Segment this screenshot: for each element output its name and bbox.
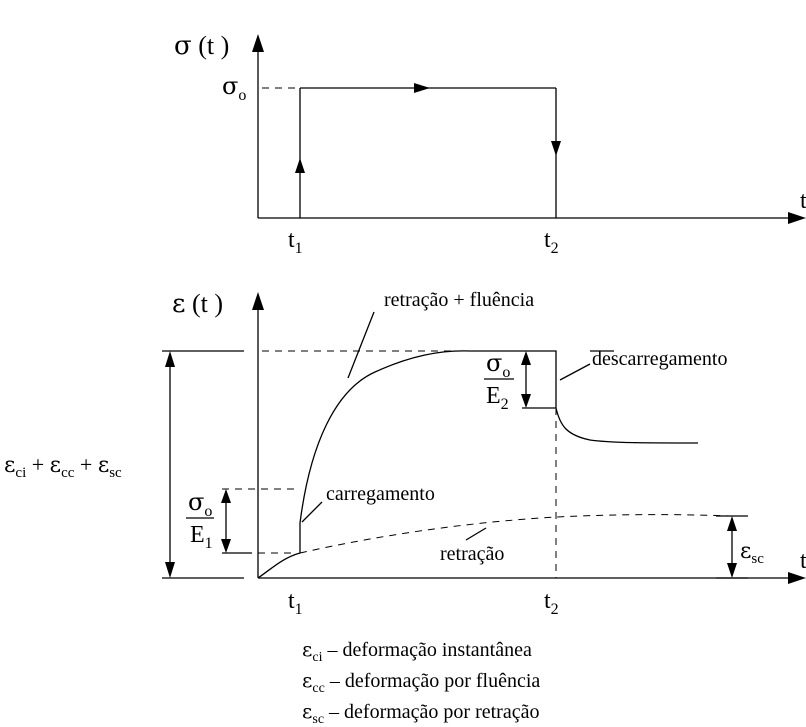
strain-axis-label: ε (t ) bbox=[172, 289, 223, 319]
e1-dim-arrow-up bbox=[221, 489, 231, 503]
esc-dim-arrow-up bbox=[727, 516, 737, 531]
e2-dim-arrow-up bbox=[521, 351, 531, 365]
sigma0-label: σo bbox=[222, 72, 246, 104]
shrinkage-curve bbox=[299, 514, 731, 554]
legend-item: εcc – deformação por fluência bbox=[302, 668, 540, 696]
loading-up-arrow bbox=[295, 158, 305, 173]
creep-shrinkage-curve bbox=[299, 350, 699, 524]
constant-stress-arrow bbox=[414, 83, 430, 93]
e2-dim-arrow-down bbox=[521, 394, 531, 408]
legend: εci – deformação instantânea εcc – defor… bbox=[302, 637, 540, 727]
creep-annotation: retração + fluência bbox=[384, 289, 534, 311]
top-t2-label: t2 bbox=[544, 227, 559, 257]
loading-leader-line bbox=[301, 501, 323, 523]
strain-graph: ε (t ) t σo E2 σo E1 bbox=[4, 289, 806, 618]
total-strain-label: εci + εcc + εsc bbox=[4, 452, 122, 481]
shrinkage-leader-line bbox=[465, 527, 487, 541]
strain-x-axis-arrow bbox=[788, 572, 806, 584]
strain-y-axis-arrow bbox=[252, 292, 264, 310]
esc-dim-arrow-down bbox=[727, 563, 737, 578]
initial-strain-curve bbox=[257, 523, 301, 579]
legend-item: εci – deformação instantânea bbox=[302, 637, 532, 665]
unloading-annotation: descarregamento bbox=[592, 348, 727, 370]
stress-x-axis-arrow bbox=[788, 212, 806, 224]
legend-item: εsc – deformação por retração bbox=[302, 699, 539, 727]
e1-fraction-denominator: E1 bbox=[190, 522, 213, 552]
stress-axis-label: σ (t ) bbox=[174, 31, 229, 61]
shrinkage-annotation: retração bbox=[440, 543, 504, 565]
loading-annotation: carregamento bbox=[326, 483, 435, 505]
e1-fraction-numerator: σo bbox=[188, 488, 212, 520]
stress-graph: σ (t ) t σo t1 t2 bbox=[174, 31, 806, 257]
e2-fraction-numerator: σo bbox=[486, 349, 510, 381]
bottom-t1-label: t1 bbox=[288, 588, 303, 618]
top-t1-label: t1 bbox=[288, 227, 303, 257]
total-strain-arrow-down bbox=[165, 562, 175, 578]
strain-time-label: t bbox=[800, 548, 806, 574]
bottom-t2-label: t2 bbox=[544, 588, 559, 618]
total-strain-arrow-up bbox=[165, 351, 175, 367]
unloading-leader-line bbox=[559, 363, 591, 381]
e1-dim-arrow-down bbox=[221, 539, 231, 553]
creep-leader-line bbox=[347, 311, 375, 379]
stress-y-axis-arrow bbox=[252, 34, 264, 52]
stress-time-label: t bbox=[800, 188, 806, 214]
esc-label: εsc bbox=[740, 539, 764, 567]
e2-fraction-denominator: E2 bbox=[486, 383, 509, 413]
unloading-down-arrow bbox=[551, 141, 561, 156]
